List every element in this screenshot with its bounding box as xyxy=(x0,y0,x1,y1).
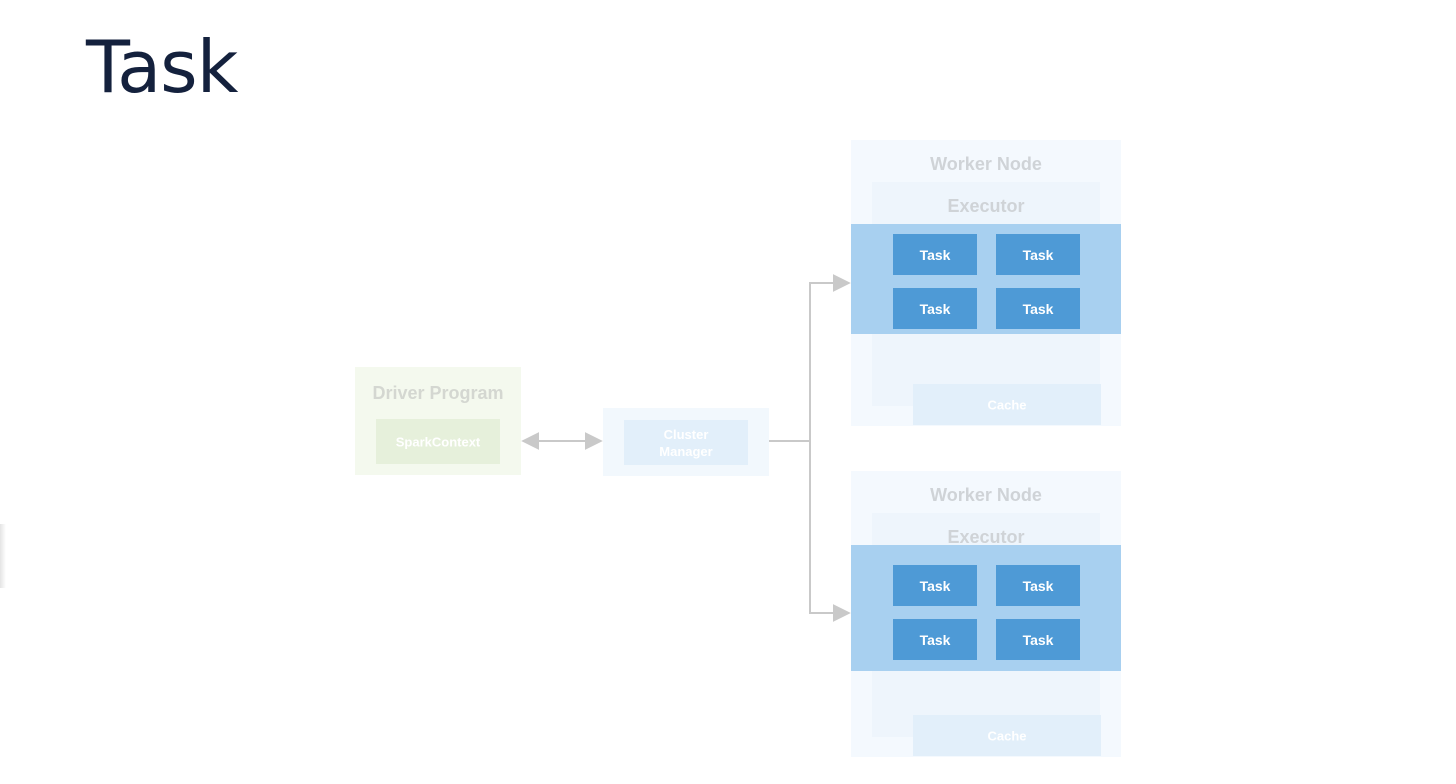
driver-program-box: Driver Program SparkContext xyxy=(355,367,521,475)
task-band: Task Task Task Task xyxy=(851,224,1121,334)
cache-box: Cache xyxy=(913,715,1101,756)
task-label: Task xyxy=(919,631,951,648)
task-label: Task xyxy=(919,246,951,263)
worker-node-1: Worker Node Executor Cache Task Task Tas… xyxy=(851,140,1121,426)
spark-context-label: SparkContext xyxy=(395,434,481,449)
cluster-manager-inner: Cluster Manager xyxy=(624,420,748,465)
task-box: Task xyxy=(996,234,1080,275)
executor-label: Executor xyxy=(947,196,1025,216)
task-label: Task xyxy=(1022,577,1054,594)
executor-label: Executor xyxy=(947,527,1025,547)
task-box: Task xyxy=(996,619,1080,660)
edge-shadow xyxy=(0,524,6,588)
task-label: Task xyxy=(1022,300,1054,317)
page-title: Task xyxy=(86,25,238,109)
cache-label: Cache xyxy=(987,728,1027,743)
cache-box: Cache xyxy=(913,384,1101,425)
cluster-worker2-arrow xyxy=(809,441,851,622)
task-label: Task xyxy=(919,577,951,594)
task-label: Task xyxy=(1022,246,1054,263)
cluster-worker1-arrow xyxy=(769,274,851,442)
cache-label: Cache xyxy=(987,397,1027,412)
task-box: Task xyxy=(893,565,977,606)
task-label: Task xyxy=(919,300,951,317)
worker-node-label: Worker Node xyxy=(930,485,1042,505)
task-box: Task xyxy=(893,288,977,329)
task-box: Task xyxy=(893,619,977,660)
task-box: Task xyxy=(996,565,1080,606)
spark-context-box: SparkContext xyxy=(376,419,500,464)
task-band: Task Task Task Task xyxy=(851,545,1121,671)
task-box: Task xyxy=(996,288,1080,329)
worker-node-2: Worker Node Executor Cache Task Task Tas… xyxy=(851,471,1121,757)
driver-program-label: Driver Program xyxy=(372,383,504,403)
task-label: Task xyxy=(1022,631,1054,648)
cluster-manager-box: Cluster Manager xyxy=(603,408,769,476)
task-box: Task xyxy=(893,234,977,275)
cluster-manager-label: Cluster Manager xyxy=(659,426,713,459)
worker-node-label: Worker Node xyxy=(930,154,1042,174)
